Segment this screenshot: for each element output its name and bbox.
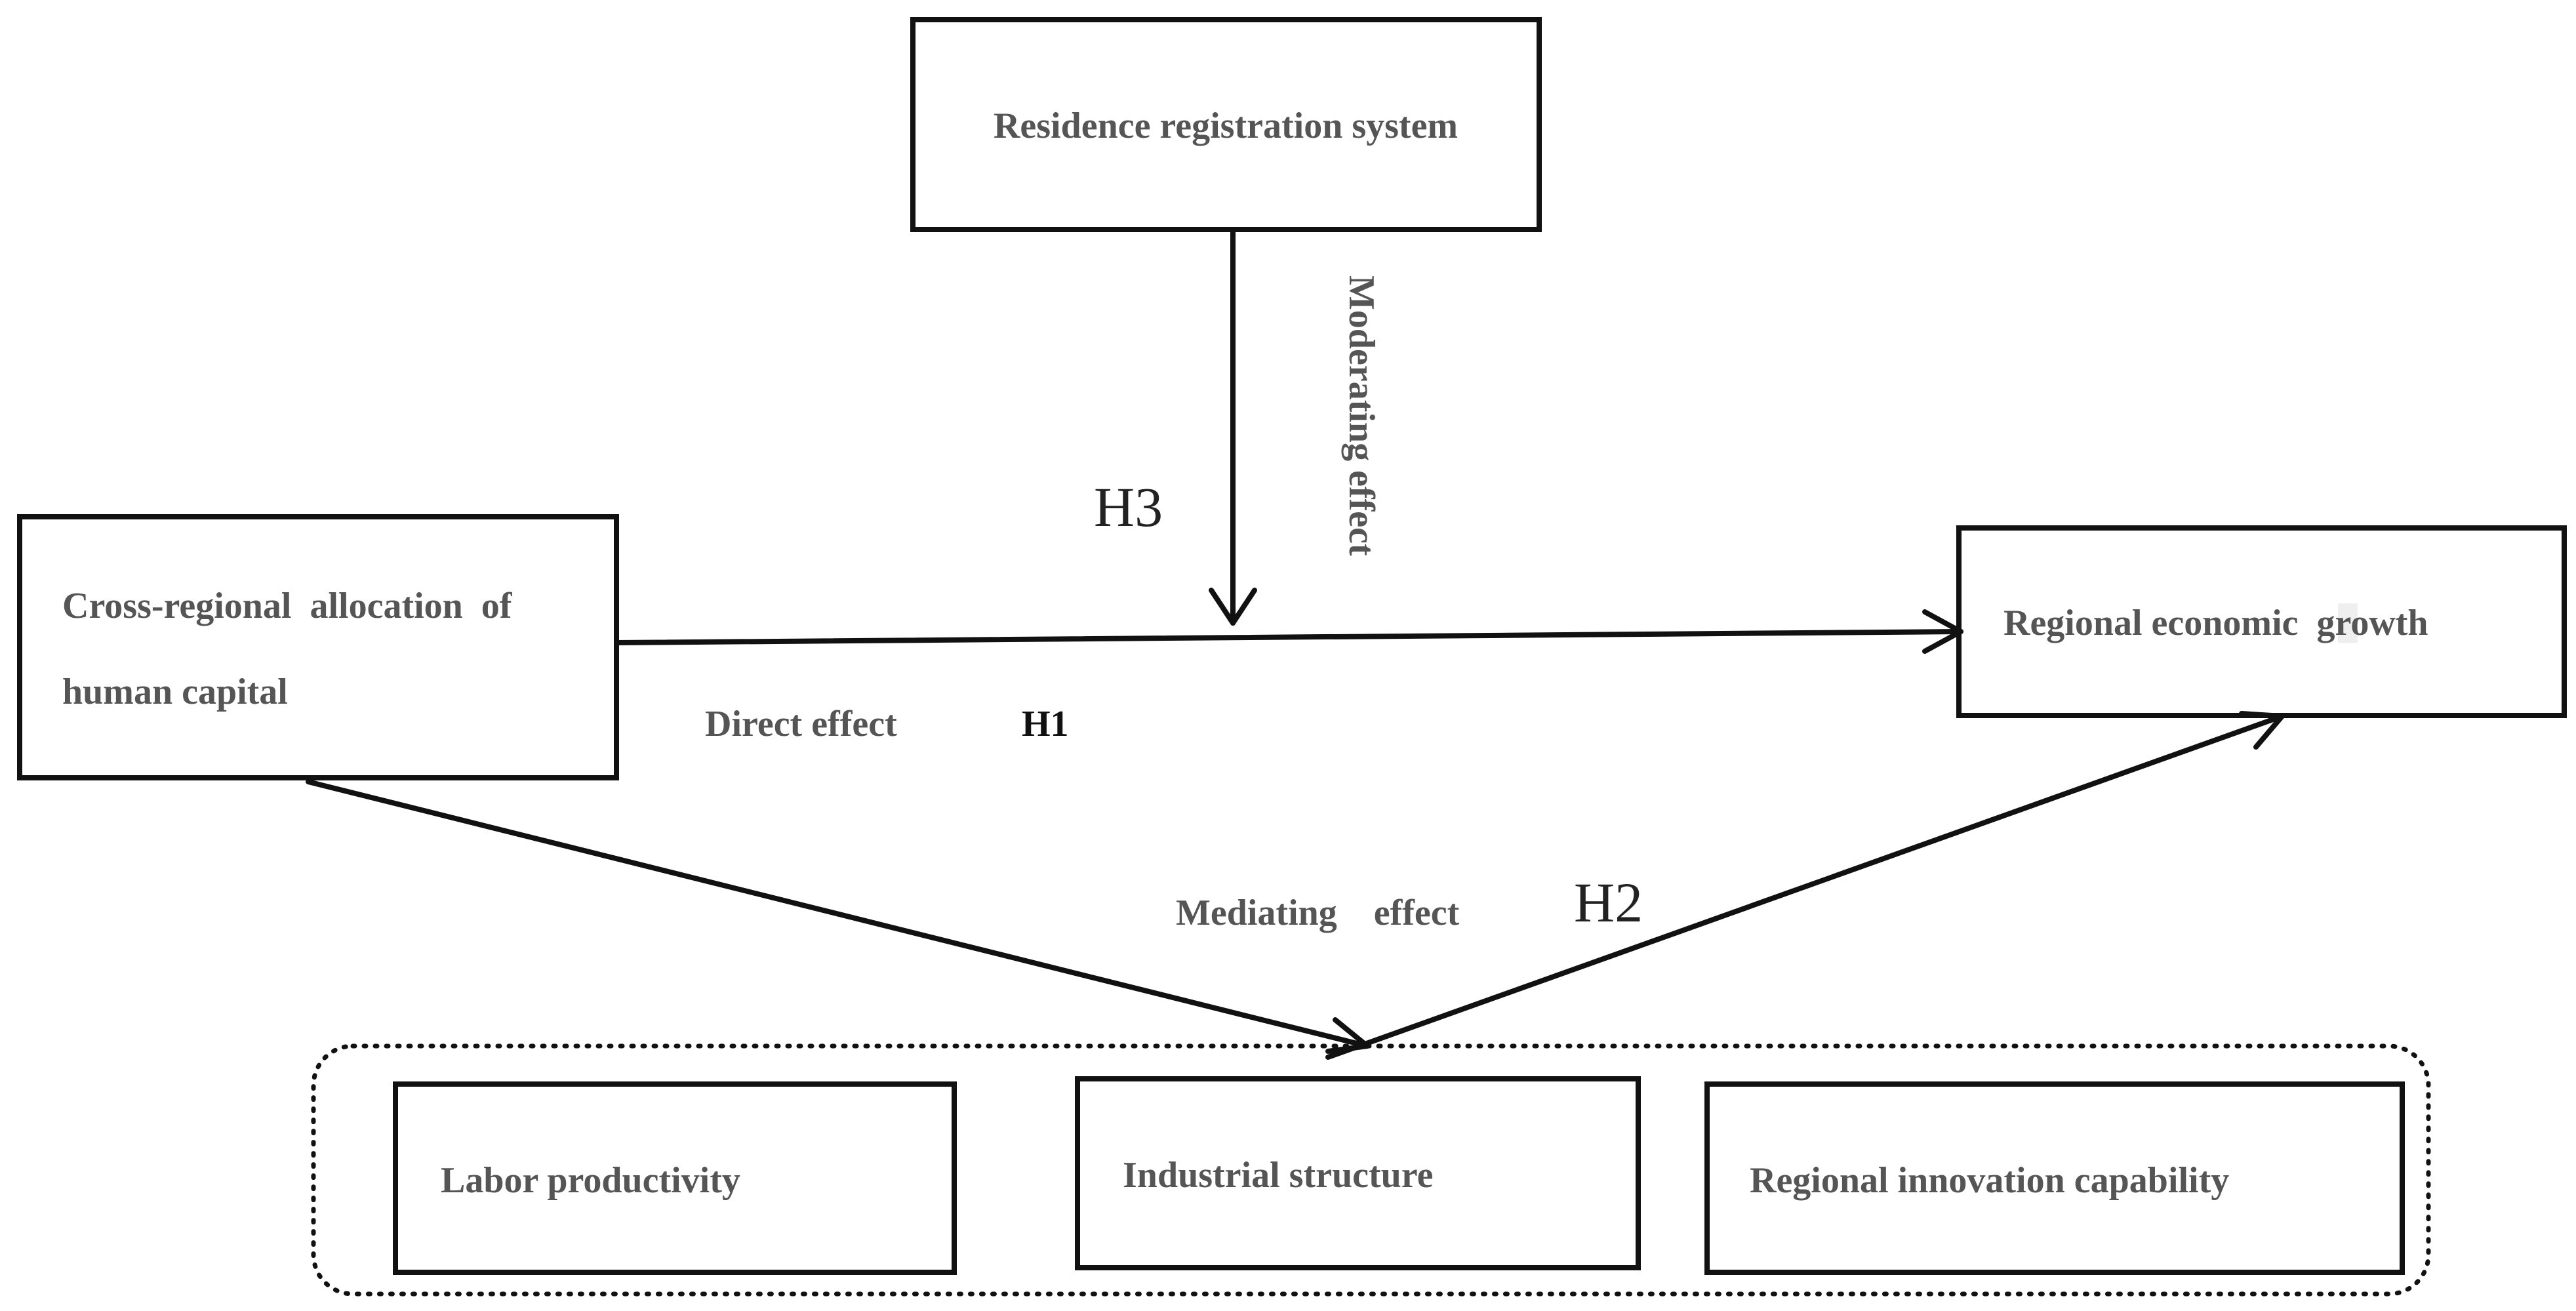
highlight-mark: [2338, 603, 2358, 643]
arrowhead-moderating: [1209, 588, 1257, 626]
node-cross-regional-allocation: Cross-regional allocation of human capit…: [17, 514, 619, 780]
edge-direct: [614, 609, 1963, 654]
arrowhead-mediating-out: [2239, 711, 2285, 750]
direct-effect-label: Direct effect: [705, 704, 897, 744]
node-labor-productivity-label: Labor productivity: [441, 1160, 740, 1201]
node-regional-innovation-label: Regional innovation capability: [1750, 1160, 2229, 1201]
node-industrial-structure-label: Industrial structure: [1123, 1155, 1433, 1196]
node-regional-innovation: Regional innovation capability: [1704, 1081, 2405, 1275]
arrowhead-mediating-in: [1325, 1017, 1370, 1054]
hypothesis-h2: H2: [1574, 871, 1643, 934]
node-regional-economic-growth: Regional economic growth: [1956, 525, 2567, 718]
mediator-group: [311, 1043, 2431, 1297]
edge-moderating: [1209, 228, 1257, 626]
node-industrial-structure: Industrial structure: [1075, 1076, 1641, 1270]
edge-mediating-in: [306, 779, 1370, 1054]
node-labor-productivity: Labor productivity: [393, 1081, 957, 1275]
edge-mediating-out: [1325, 711, 2285, 1060]
node-cross-regional-allocation-label-line2: human capital: [62, 672, 288, 712]
moderating-effect-label: Moderating effect: [1341, 275, 1382, 556]
hypothesis-h1: H1: [1022, 704, 1069, 744]
arrowhead-direct: [1922, 609, 1963, 654]
node-cross-regional-allocation-label-line1: Cross-regional allocation of: [62, 586, 513, 626]
node-residence-registration: Residence registration system: [910, 17, 1542, 232]
node-regional-economic-growth-label: Regional economic growth: [2003, 603, 2428, 643]
mediating-effect-label: Mediating effect: [1176, 893, 1460, 933]
node-residence-registration-label: Residence registration system: [994, 106, 1458, 146]
hypothesis-h3: H3: [1094, 475, 1163, 538]
